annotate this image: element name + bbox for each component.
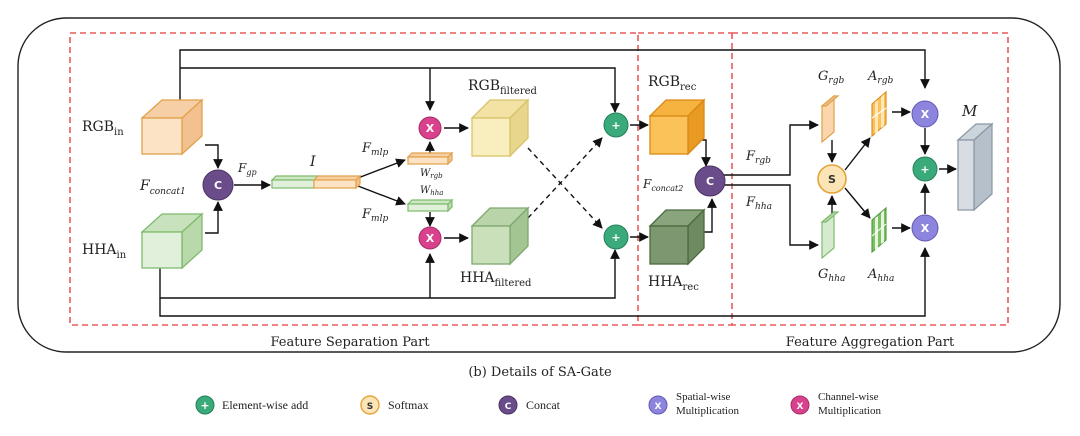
hha-in-label: HHAin bbox=[82, 242, 127, 261]
g-rgb-map bbox=[820, 94, 840, 144]
mlp-bottom-label: Fmlp bbox=[361, 207, 388, 224]
g-hha-map bbox=[820, 210, 840, 260]
i-vector-bar bbox=[270, 174, 362, 190]
mlp-top-label: Fmlp bbox=[361, 141, 388, 158]
channel-mult-top: X bbox=[418, 116, 442, 140]
aggregation-part-box bbox=[731, 32, 1009, 326]
hha-in-cube bbox=[140, 212, 204, 270]
w-hha-bar bbox=[406, 198, 454, 213]
svg-text:+: + bbox=[200, 399, 209, 412]
legend-add-label: Element-wise add bbox=[222, 398, 308, 412]
m-label: M bbox=[961, 102, 978, 120]
spatial-mult-bottom: X bbox=[911, 214, 939, 242]
i-label: I bbox=[309, 154, 316, 170]
add-bottom: + bbox=[603, 224, 629, 250]
svg-text:X: X bbox=[921, 222, 930, 235]
svg-text:+: + bbox=[920, 163, 929, 176]
w-hha-label: Whha bbox=[420, 185, 443, 197]
outer-frame bbox=[17, 17, 1061, 353]
spatial-mult-top: X bbox=[911, 100, 939, 128]
hha-filtered-cube bbox=[470, 206, 530, 266]
svg-text:X: X bbox=[797, 402, 804, 412]
figure-caption: (b) Details of SA-Gate bbox=[468, 365, 612, 380]
rgb-rec-cube bbox=[648, 98, 706, 156]
svg-text:X: X bbox=[655, 402, 662, 412]
channel-mult-bottom: X bbox=[418, 226, 442, 250]
gp-label: Fgp bbox=[237, 161, 257, 177]
concat2-label: Fconcat2 bbox=[642, 177, 683, 193]
a-rgb-label: Argb bbox=[867, 69, 893, 86]
a-rgb-map bbox=[871, 90, 887, 138]
legend-softmax: S Softmax bbox=[360, 395, 429, 415]
a-hha-map bbox=[871, 206, 887, 254]
connection-lines bbox=[159, 49, 957, 317]
output-m-map bbox=[956, 122, 994, 212]
svg-text:+: + bbox=[611, 231, 620, 244]
svg-text:X: X bbox=[921, 108, 930, 121]
legend-concat-label: Concat bbox=[526, 398, 561, 412]
f-rgb-label: Frgb bbox=[745, 149, 771, 166]
a-hha-label: Ahha bbox=[867, 267, 894, 284]
separation-part-label: Feature Separation Part bbox=[270, 335, 430, 350]
rgb-filtered-cube bbox=[470, 98, 530, 158]
svg-text:S: S bbox=[367, 402, 373, 412]
svg-text:C: C bbox=[505, 402, 512, 412]
g-rgb-label: Grgb bbox=[818, 69, 844, 86]
add-top: + bbox=[603, 112, 629, 138]
cross-dashed-arrows bbox=[527, 137, 603, 229]
legend-spatial-line2: Multiplication bbox=[676, 405, 739, 417]
concat1-symbol: C bbox=[214, 179, 222, 192]
svg-text:+: + bbox=[611, 119, 620, 132]
concat1-label: Fconcat1 bbox=[139, 178, 186, 197]
legend-spatial-line1: Spatial-wise bbox=[676, 391, 730, 403]
aggregation-part-label: Feature Aggregation Part bbox=[786, 335, 955, 350]
legend-softmax-label: Softmax bbox=[388, 398, 429, 412]
legend-add: + Element-wise add bbox=[195, 395, 308, 415]
legend-channel: X Channel-wise Multiplication bbox=[790, 391, 881, 417]
rgb-in-cube bbox=[140, 98, 204, 156]
legend-concat: C Concat bbox=[498, 395, 561, 415]
hha-filtered-label: HHAfiltered bbox=[460, 270, 532, 289]
rgb-in-label: RGBin bbox=[82, 119, 124, 138]
g-hha-label: Ghha bbox=[818, 267, 845, 284]
hha-rec-label: HHArec bbox=[648, 274, 699, 293]
concat1-node: C bbox=[202, 169, 234, 201]
f-hha-label: Fhha bbox=[745, 195, 772, 212]
svg-text:X: X bbox=[426, 122, 435, 135]
w-rgb-bar bbox=[406, 151, 454, 166]
separation-part-box bbox=[69, 32, 639, 326]
legend: + Element-wise add S Softmax C Concat X … bbox=[195, 391, 881, 417]
final-add: + bbox=[912, 156, 938, 182]
rgb-filtered-label: RGBfiltered bbox=[468, 78, 538, 97]
softmax-node: S bbox=[817, 164, 847, 194]
svg-text:X: X bbox=[426, 232, 435, 245]
legend-channel-line2: Multiplication bbox=[818, 405, 881, 417]
concat2-node: C bbox=[694, 165, 726, 197]
w-rgb-label: Wrgb bbox=[420, 168, 443, 180]
legend-spatial: X Spatial-wise Multiplication bbox=[648, 391, 739, 417]
legend-channel-line1: Channel-wise bbox=[818, 391, 879, 403]
svg-text:C: C bbox=[706, 175, 714, 188]
hha-rec-cube bbox=[648, 208, 706, 266]
svg-text:S: S bbox=[828, 173, 836, 186]
rgb-rec-label: RGBrec bbox=[648, 74, 697, 93]
